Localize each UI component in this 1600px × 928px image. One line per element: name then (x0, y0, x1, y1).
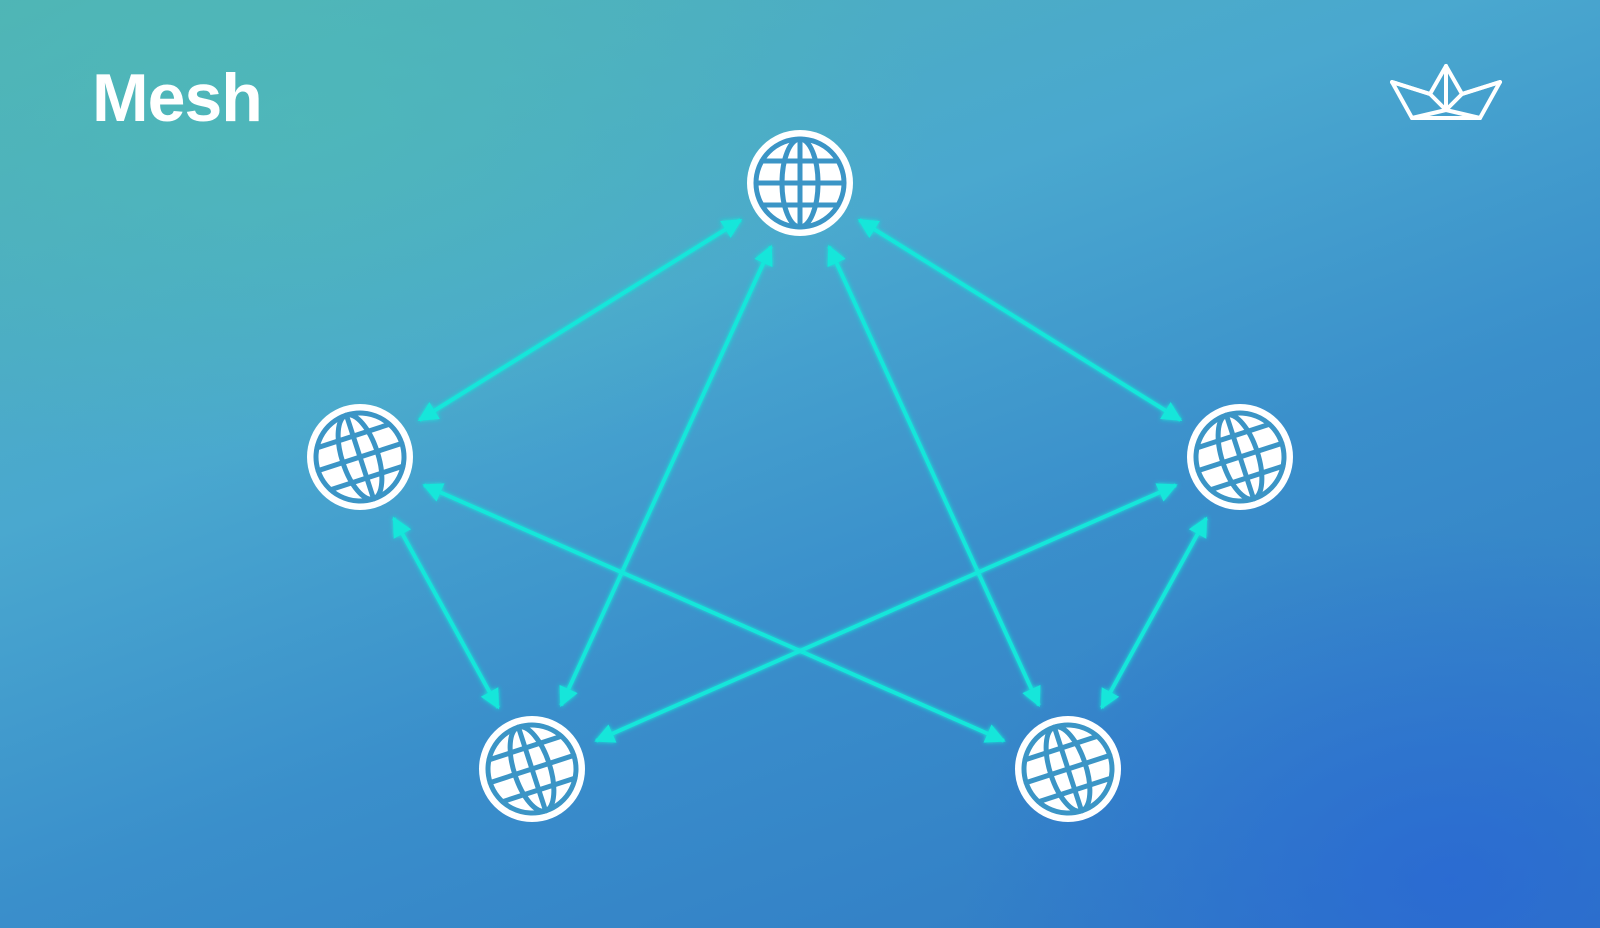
globe-icon (747, 130, 853, 236)
connection-top-left (417, 218, 743, 422)
globe-icon (479, 716, 585, 822)
connection-left-bottom-right (422, 483, 1006, 743)
page-title: Mesh (92, 60, 263, 136)
globe-icon (1015, 716, 1121, 822)
connections-layer (392, 218, 1208, 779)
globe-icon (1187, 404, 1293, 510)
connection-top-bottom-right (827, 244, 1041, 708)
connection-right-bottom-left (594, 483, 1178, 743)
globe-icon (307, 404, 413, 510)
connection-top-bottom-left (559, 244, 773, 708)
nodes-layer (307, 130, 1293, 822)
paper-boat-icon (1390, 64, 1502, 120)
connection-left-bottom-left (392, 516, 500, 710)
connection-top-right (857, 218, 1183, 422)
connection-right-bottom-right (1100, 516, 1208, 710)
